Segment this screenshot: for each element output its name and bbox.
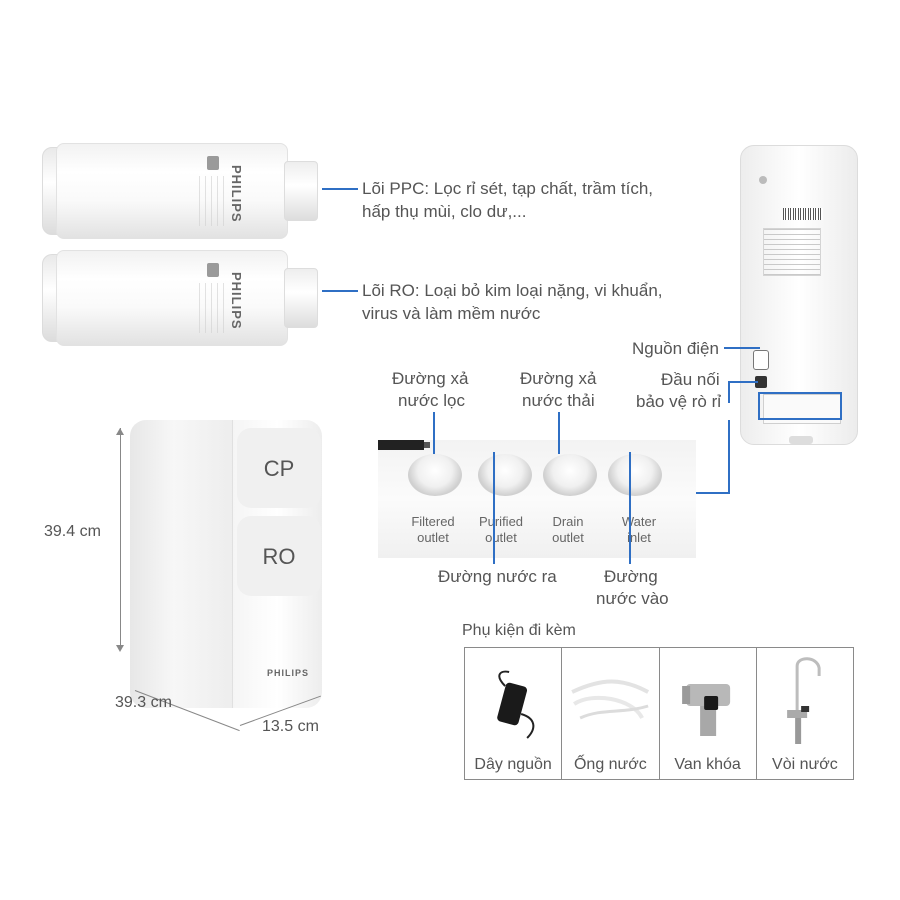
connector-leader-v [728, 420, 730, 494]
leak-connector [755, 376, 767, 388]
ro-leader-line [322, 290, 358, 292]
accessory-power-cord: Dây nguồn [465, 648, 563, 779]
ppc-cartridge: PHILIPS [42, 143, 322, 243]
height-arrow-bottom [116, 645, 124, 652]
filtered-drain-label-line2: nước lọc [398, 391, 465, 410]
port-label-line2: outlet [417, 530, 449, 545]
spec-label [763, 228, 821, 276]
cartridge-nozzle [284, 268, 318, 328]
barcode [783, 208, 823, 220]
connector-cable [378, 440, 424, 450]
back-screw [759, 176, 767, 184]
back-bottom-notch [789, 436, 813, 444]
back-port-outline [758, 392, 842, 420]
outlet-label: Đường nước ra [438, 567, 557, 586]
unit-back-panel [740, 145, 858, 445]
height-dimension-line [120, 428, 121, 650]
outlet-leader [493, 452, 495, 564]
unit-side [130, 420, 240, 708]
port-label: Drain outlet [533, 514, 603, 546]
cartridge-tag [207, 263, 219, 277]
power-label: Nguồn điện [632, 339, 719, 358]
cartridge-print [199, 176, 229, 226]
accessory-label: Dây nguồn [474, 756, 552, 773]
accessory-label: Vòi nước [772, 756, 838, 773]
faucet-icon [786, 657, 821, 744]
ppc-callout-line2: hấp thụ mùi, clo dư,... [362, 202, 527, 221]
accessory-label: Ống nước [573, 756, 647, 773]
depth-label: 39.3 cm [115, 694, 172, 711]
unit-brand: PHILIPS [267, 668, 310, 678]
port-fitting [608, 454, 662, 496]
connector-leader-h [696, 492, 730, 494]
height-label: 39.4 cm [44, 523, 101, 540]
leak-leader-v [728, 381, 730, 403]
ro-panel: RO [237, 516, 321, 596]
accessory-label: Van khóa [674, 756, 741, 773]
port-label: Purified outlet [466, 514, 536, 546]
power-adapter-icon [497, 670, 535, 739]
waste-drain-leader [558, 412, 560, 454]
port-label: Water inlet [604, 514, 674, 546]
cp-panel: CP [237, 428, 321, 508]
waste-drain-label-line1: Đường xả [520, 369, 597, 388]
ppc-callout-line1: Lõi PPC: Lọc rỉ sét, tạp chất, trầm tích… [362, 179, 654, 198]
ro-cartridge: PHILIPS [42, 250, 322, 350]
cartridge-print [199, 283, 229, 333]
accessories-title: Phụ kiện đi kèm [462, 622, 576, 639]
port-label-line2: inlet [627, 530, 651, 545]
inlet-label-line1: Đường [604, 567, 658, 586]
height-arrow-top [116, 428, 124, 435]
ro-panel-label: RO [262, 544, 296, 569]
port-label-line2: outlet [485, 530, 517, 545]
cp-panel-label: CP [263, 456, 295, 481]
valve-icon [681, 684, 730, 736]
leak-label-line1: Đầu nối [661, 370, 720, 389]
waste-drain-label-line2: nước thải [522, 391, 595, 410]
accessories-table: Dây nguồn Ống nước Van khóa Vòi nước [464, 647, 854, 780]
port-label-line1: Purified [478, 514, 524, 529]
ppc-leader-line [322, 188, 358, 190]
port-fitting [543, 454, 597, 496]
leak-label-line2: bảo vệ rò rỉ [636, 392, 722, 411]
accessory-valve: Van khóa [660, 648, 757, 779]
port-label-line1: Water [621, 514, 657, 529]
port-label-line2: outlet [552, 530, 584, 545]
connector-photo: Filtered outlet Purified outlet Drain ou… [378, 440, 696, 558]
cartridge-brand: PHILIPS [229, 165, 244, 223]
leak-leader-h [728, 381, 758, 383]
port-fitting [408, 454, 462, 496]
power-socket [753, 350, 769, 370]
filtered-drain-leader [433, 412, 435, 454]
width-label: 13.5 cm [262, 718, 319, 735]
port-label-line1: Filtered [411, 514, 455, 529]
ro-callout-line2: virus và làm mềm nước [362, 304, 541, 323]
ro-callout-line1: Lõi RO: Loại bỏ kim loại nặng, vi khuẩn, [362, 281, 663, 300]
cartridge-body [56, 143, 288, 239]
unit-front: CP RO PHILIPS [232, 420, 322, 708]
cartridge-nozzle [284, 161, 318, 221]
inlet-leader [629, 452, 631, 564]
filtered-drain-label-line1: Đường xả [392, 369, 469, 388]
inlet-label-line2: nước vào [596, 589, 669, 608]
port-label: Filtered outlet [398, 514, 468, 546]
cartridge-tag [207, 156, 219, 170]
cartridge-brand: PHILIPS [229, 272, 244, 330]
cartridge-body [56, 250, 288, 346]
accessory-water-tube: Ống nước [562, 648, 660, 779]
accessory-faucet: Vòi nước [757, 648, 853, 779]
port-label-line1: Drain [552, 514, 584, 529]
connector-cable-tip [424, 442, 430, 448]
power-leader-h [724, 347, 760, 349]
port-fitting [478, 454, 532, 496]
water-tube-icon [571, 679, 650, 720]
